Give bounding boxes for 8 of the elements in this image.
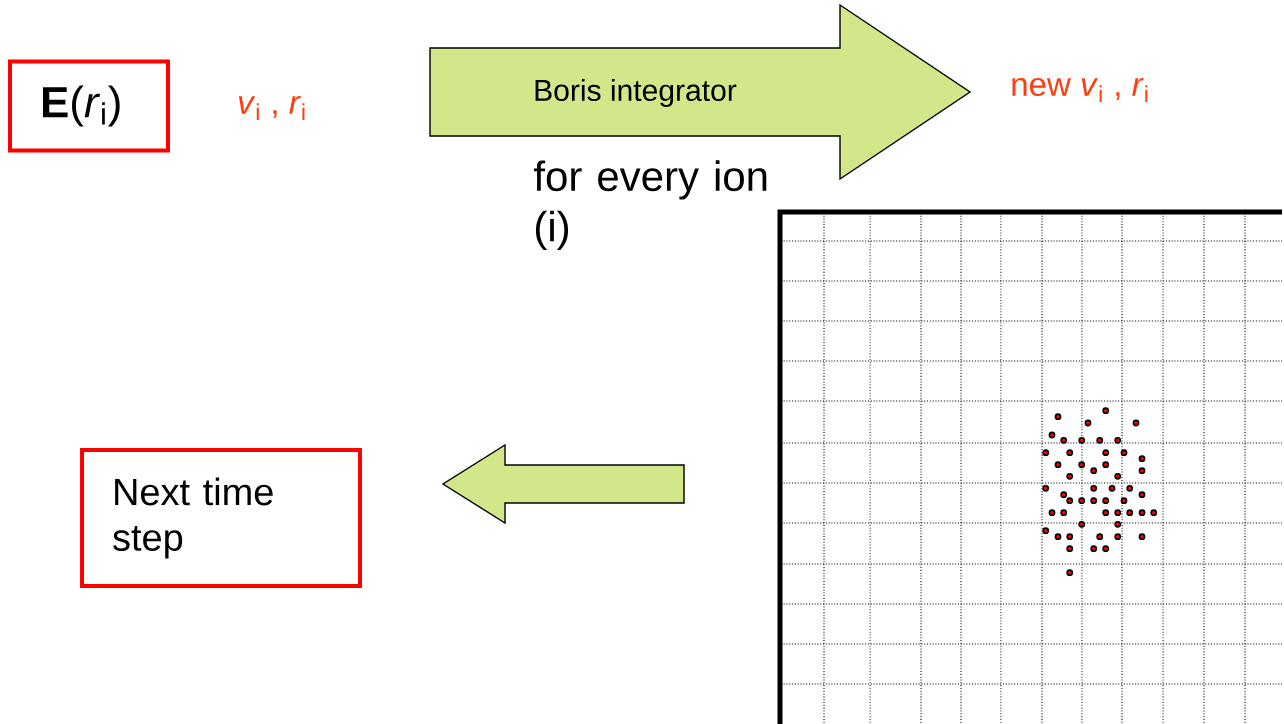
variable-label: new v$_{i}$ , r$_{i}$ [1012, 77, 1148, 103]
edge-label: Boris integrator [531, 77, 739, 109]
block-arrow [441, 443, 685, 525]
particle-grid-drawing [777, 209, 1283, 724]
note-text: for every ion (i) [533, 160, 767, 250]
process-box: E(r$_{i}$) [8, 59, 170, 153]
variable-label: v$_{i}$ , r$_{i}$ [238, 95, 305, 121]
process-box: Next time step [80, 448, 362, 588]
